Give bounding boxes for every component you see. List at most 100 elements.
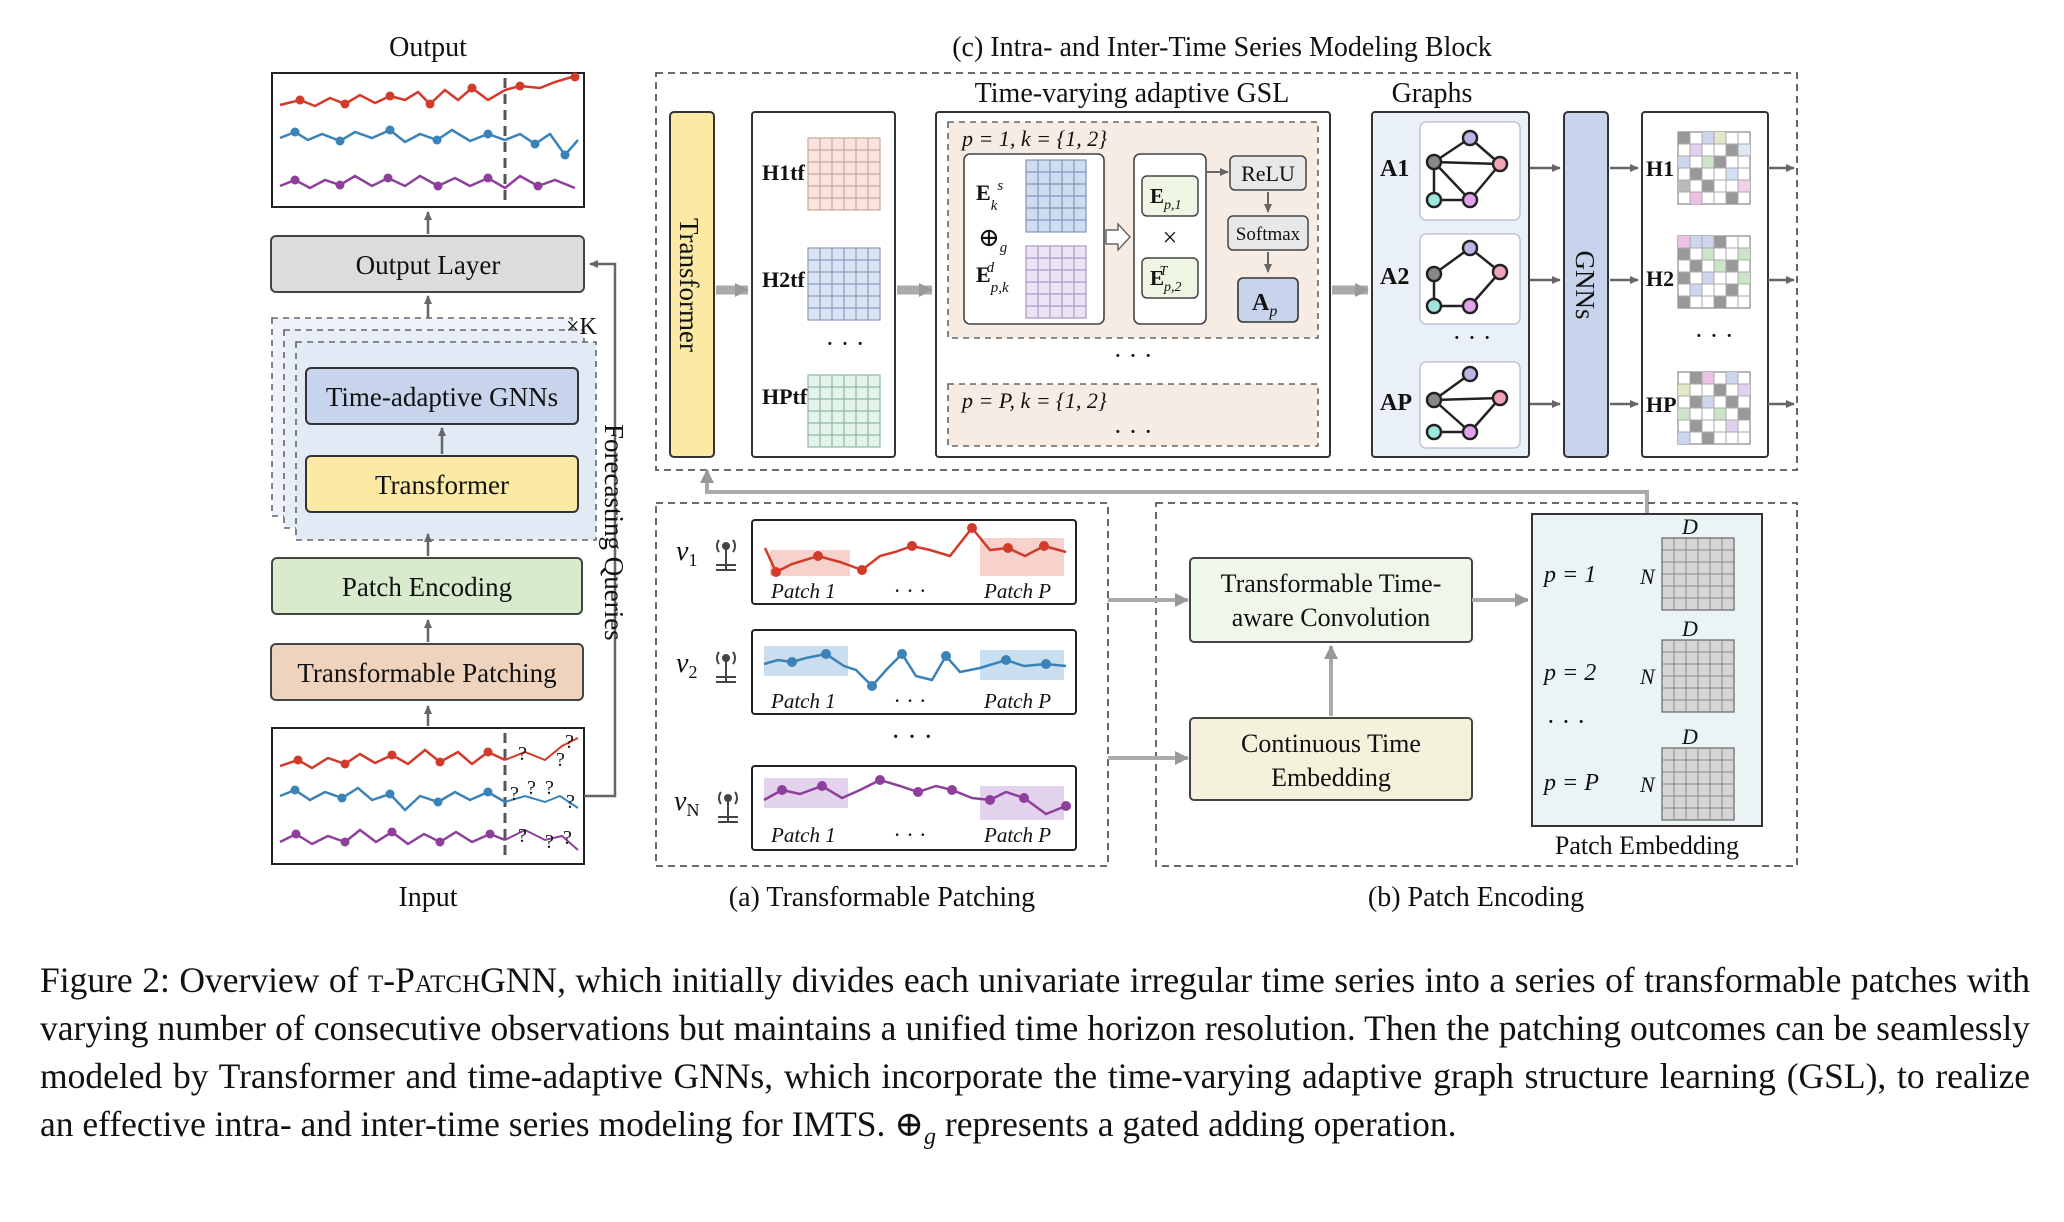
output-layer-label: Output Layer [356, 250, 501, 280]
series-v2-panel: v2 Patch 1 · · · Patch P [676, 629, 1077, 715]
sensor-icon [718, 791, 738, 823]
gsl-patchp-condition: p = P, k = {1, 2} [960, 388, 1107, 413]
h2-out-grid [1677, 235, 1751, 309]
sensor-icon [716, 539, 736, 571]
v2-patch-ellipsis: · · · [894, 688, 927, 713]
patch-embedding-panel: p = 1 p = 2 · · · p = P D D D N N N Patc… [1531, 513, 1763, 860]
embedding-grid-1 [1661, 537, 1735, 611]
cte-label-line1: Continuous Time [1241, 729, 1421, 758]
h-tf-ellipsis: · · · [826, 329, 865, 358]
svg-text:?: ? [518, 825, 527, 847]
embedding-grid-2 [1661, 639, 1735, 713]
dim-n-label-1: N [1639, 564, 1656, 589]
series-v1-panel: v1 Patch 1 · · · Patch P [676, 519, 1077, 605]
h2-grid [807, 247, 881, 321]
row-p1-label: p = 1 [1542, 562, 1596, 588]
patch-embedding-label: Patch Embedding [1555, 831, 1739, 860]
svg-text:?: ? [565, 731, 574, 753]
gsl-patchp-ellipsis: · · · [1114, 417, 1153, 446]
model-overview-diagram: Output Output Layer ×K Time-adaptive GNN… [270, 32, 1798, 913]
patch-encoding-label: Patch Encoding [342, 572, 512, 602]
graphs-ellipsis: · · · [1453, 323, 1492, 352]
svg-text:?: ? [518, 743, 527, 765]
v1-patch-ellipsis: · · · [894, 578, 927, 603]
h-tf-panel: H1tf H2tf HPtf · · · [751, 111, 896, 458]
forecasting-queries-label: Forecasting Queries [599, 424, 629, 641]
svg-text:?: ? [510, 783, 519, 805]
svg-text:v1: v1 [676, 536, 697, 570]
hp-label: HP [1646, 392, 1677, 417]
h1-grid [807, 137, 881, 211]
static-embedding-grid [1025, 159, 1087, 233]
caption-model-name: t-PatchGNN [368, 960, 558, 1000]
h1-tf-label: H1tf [762, 160, 805, 185]
svg-text:?: ? [545, 777, 554, 799]
v1-patch-first: Patch 1 [770, 579, 836, 603]
h1-label: H1 [1646, 156, 1674, 181]
dim-d-label-3: D [1681, 724, 1698, 749]
graph-1 [1425, 129, 1509, 209]
hp-tf-label: HPtf [762, 384, 808, 409]
section-c-title: (c) Intra- and Inter-Time Series Modelin… [952, 32, 1492, 63]
relu-label: ReLU [1241, 161, 1295, 186]
encoding-frame [1155, 502, 1798, 867]
adj-p-label: AP [1380, 390, 1412, 416]
sensor-icon [716, 651, 736, 683]
gsl-panel: p = 1, k = {1, 2} Eks ⊕g Ep,kd Ep,1 × Ep… [935, 111, 1331, 458]
adj-1-label: A1 [1380, 156, 1409, 182]
rows-ellipsis: · · · [1547, 707, 1586, 736]
row-pp-label: p = P [1542, 770, 1599, 796]
h2-label: H2 [1646, 266, 1674, 291]
vn-patch-ellipsis: · · · [894, 822, 927, 847]
adj-2-label: A2 [1380, 264, 1409, 290]
softmax-label: Softmax [1236, 224, 1301, 245]
gnns-vertical-label: GNNs [1570, 250, 1600, 319]
v1-patch-last: Patch P [983, 579, 1051, 603]
v2-patch-first: Patch 1 [770, 689, 836, 713]
caption-body: , which initially divides each univariat… [40, 960, 2031, 1144]
row-p2-label: p = 2 [1542, 660, 1596, 686]
dim-d-label-2: D [1681, 616, 1698, 641]
repeat-k-label: ×K [566, 314, 598, 340]
section-b-title: (b) Patch Encoding [1368, 882, 1584, 913]
caption-subscript: g [924, 1124, 937, 1151]
caption-prefix: Figure 2: Overview of [40, 960, 369, 1000]
h1-out-grid [1677, 131, 1751, 205]
vn-patch-first: Patch 1 [770, 823, 836, 847]
svg-text:?: ? [527, 777, 536, 799]
svg-text:vN: vN [674, 786, 699, 820]
transformer-vertical-block: Transformer [669, 111, 715, 458]
output-layer-block: Output Layer [270, 235, 585, 293]
caption-tail: represents a gated adding operation. [936, 1104, 1457, 1144]
time-adaptive-gnns-block: Time-adaptive GNNs [305, 367, 579, 425]
svg-text:?: ? [556, 749, 565, 771]
h2-tf-label: H2tf [762, 267, 805, 292]
time-aware-convolution-block: Transformable Time- aware Convolution [1189, 557, 1473, 643]
graph-p [1425, 365, 1509, 441]
cte-label-line2: Embedding [1271, 763, 1391, 792]
transformer-label: Transformer [375, 470, 509, 500]
section-a-title: (a) Transformable Patching [729, 882, 1035, 913]
dynamic-embedding-grid [1025, 245, 1087, 319]
gsl-patch1-condition: p = 1, k = {1, 2} [960, 126, 1107, 151]
hp-grid [807, 374, 881, 448]
svg-text:?: ? [563, 827, 572, 849]
graphs-title: Graphs [1392, 78, 1473, 109]
v2-patch-last: Patch P [983, 689, 1051, 713]
h-output-panel: H1 H2 HP · · · [1641, 111, 1769, 458]
graphs-panel: A1 A2 AP · · · [1371, 111, 1530, 458]
series-ellipsis: · · · [891, 722, 933, 753]
patch-encoding-block: Patch Encoding [271, 557, 583, 615]
hp-out-grid [1677, 371, 1751, 445]
modeling-block-frame [655, 72, 1798, 471]
continuous-time-embedding-block: Continuous Time Embedding [1189, 717, 1473, 801]
times-sign: × [1163, 223, 1178, 252]
figure-caption: Figure 2: Overview of t-PatchGNN, which … [40, 956, 2030, 1161]
graph-2 [1425, 239, 1509, 315]
gnns-vertical-block: GNNs [1563, 111, 1609, 458]
conv-label-line1: Transformable Time- [1221, 569, 1442, 598]
h-out-ellipsis: · · · [1695, 321, 1734, 350]
gsl-ellipsis: · · · [1114, 341, 1153, 370]
conv-label-line2: aware Convolution [1232, 603, 1431, 632]
dim-n-label-3: N [1639, 772, 1656, 797]
